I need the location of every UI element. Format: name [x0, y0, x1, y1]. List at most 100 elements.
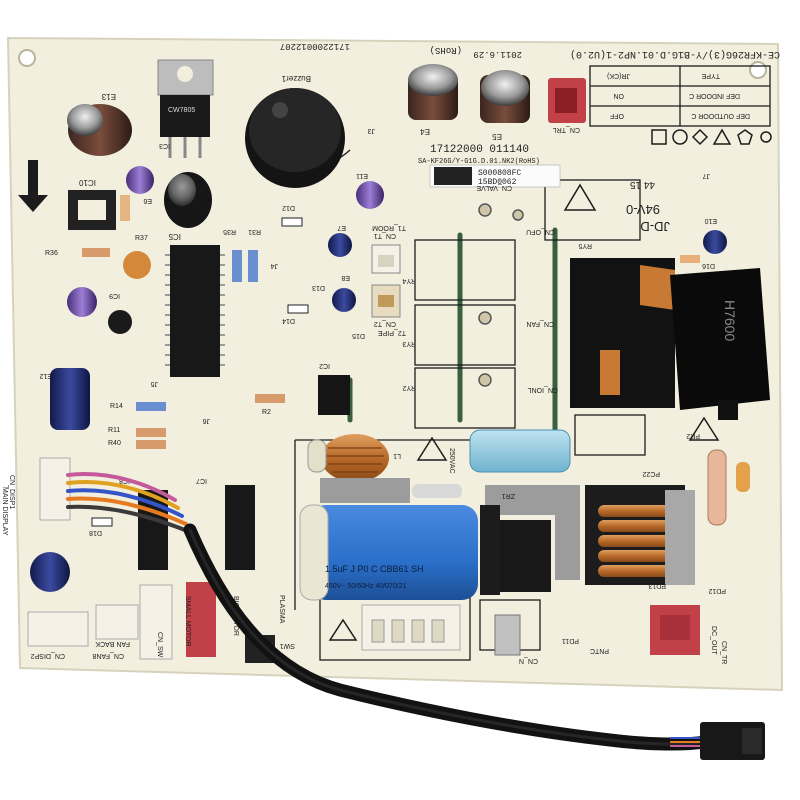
part-number-text: 17122000 011140 — [430, 144, 529, 156]
250vac-label: 250VAC — [448, 448, 455, 474]
type-table: TYPE DEF INDOOR C DEF OUTDOOR C JR(CK) O… — [607, 72, 750, 119]
cn-fan8-label: CN_FAN8 — [92, 652, 124, 659]
resistors: R36 R37 R31 R35 R14 R11 R40 R2 — [45, 195, 462, 498]
ic-ic2: IC2 — [318, 362, 350, 415]
ul-text: JD-D — [640, 219, 670, 234]
e8-label: E8 — [341, 274, 350, 281]
cn-disp2-label: CN_DISP2 — [31, 652, 65, 659]
relay-pins — [478, 203, 524, 387]
e12-label: E12 — [39, 372, 52, 379]
ic-socket-ic10: IC10 — [68, 178, 116, 230]
sticker-line-1: S000808FC — [478, 169, 521, 178]
e7-label: E7 — [337, 224, 346, 231]
d18-label: D18 — [89, 529, 102, 536]
ry3-label: RY3 — [402, 340, 416, 347]
r14-label: R14 — [110, 403, 123, 410]
ic5-label: IC5 — [168, 232, 181, 241]
ry2-label: RY2 — [402, 384, 416, 391]
plasma-label: PLASMA — [278, 595, 285, 624]
type-table-value: OFF — [610, 112, 624, 119]
capacitor-e6: E6 — [126, 166, 154, 204]
l1-label: L1 — [393, 452, 401, 459]
cap-text-1: 1.5uF J P0 C CBB61 SH — [325, 564, 424, 574]
t2-pipe-label: T2_PIPE — [378, 329, 406, 336]
connector-cn-fan8: CN_FAN8 FAN BACK — [92, 604, 139, 659]
capacitors-middle: E11 E8 E7 E10 — [328, 172, 727, 312]
r37-label: R37 — [135, 235, 148, 242]
r11-label: R11 — [108, 427, 120, 434]
pc22-label: PC22 — [642, 470, 660, 477]
type-table-cell: DEF OUTDOOR C — [691, 112, 750, 119]
connector-cn-sw: CN_SW — [139, 584, 173, 660]
ic10-label: IC10 — [79, 178, 96, 187]
pr2-label: PR2 — [686, 432, 700, 439]
connector-cn-disp1: CN_DISP1 MAIN DISPLAY — [1, 457, 71, 536]
e10-label: E10 — [704, 217, 717, 224]
capacitor-ic9-area: IC9 — [67, 287, 132, 334]
resistor-pr2: PR2 — [686, 432, 750, 526]
j4-label: J4 — [271, 262, 279, 269]
capacitor-black-large — [164, 172, 212, 228]
terminal-cn-n: CN_N — [494, 614, 538, 664]
crystal-x1 — [123, 251, 151, 279]
e11-label: E11 — [356, 172, 368, 179]
dc-out-label: DC_OUT — [710, 626, 717, 656]
r2-label: R2 — [262, 409, 271, 416]
date-text: 2011.6.29 — [473, 49, 522, 59]
variant-text: SA-KF26G/Y-G1G.D.01.NK2(RoHS) — [418, 158, 540, 166]
ry4-label: RY4 — [402, 277, 416, 284]
j6-label: J6 — [203, 417, 211, 424]
small-motor-label: SMALL MOTOR — [184, 596, 191, 647]
voltage-regulator-ic3: CW7805 IC3 — [157, 59, 214, 158]
connector-bottom-white — [361, 604, 461, 651]
capacitor-e13: E13 — [67, 92, 132, 156]
connector-cn-t1: CN_T1 T1_ROOM — [371, 224, 406, 274]
ic9-label: IC9 — [109, 292, 120, 299]
cn-sw-label: CN_SW — [156, 632, 163, 658]
capacitor-e12: E12 — [39, 368, 90, 430]
r35-label: R35 — [223, 228, 236, 235]
ic7-label: IC7 — [196, 477, 207, 484]
cn-tr-label: CN_TR — [720, 641, 727, 664]
pd13-label: PD13 — [648, 582, 666, 589]
rohs-text: (RoHS) — [430, 45, 462, 55]
cn-t2-label: CN_T2 — [374, 320, 396, 327]
cn-valve-label: CN_VALVE — [476, 184, 512, 191]
r36-label: R36 — [45, 250, 58, 257]
buzzer: Buzzer1 — [245, 74, 345, 188]
transformer-pc22: PC22 — [585, 470, 695, 585]
r31-label: R31 — [248, 228, 261, 235]
microcontroller-ic5: IC5 — [165, 232, 225, 377]
jumper-labels: J3 J4 J5 J6 J7 — [151, 127, 711, 424]
capacitor-e4: E4 — [408, 64, 458, 136]
connector-dc-out: DC_OUT CN_TR — [650, 605, 727, 664]
cable-end-connector — [700, 722, 765, 760]
cn-ionl-label: CN_IONL — [528, 386, 558, 393]
d16-label: D16 — [702, 262, 715, 269]
cn-disp1-label: CN_DISP1 — [8, 475, 15, 509]
connector-cn-disp2: CN_DISP2 — [27, 611, 89, 659]
power-relay-ry5: H7600 — [570, 258, 770, 420]
x-capacitor-blue: 250VAC — [448, 429, 571, 474]
connector-cn-t2: CN_T2 T2_PIPE — [371, 284, 406, 336]
cn-ofu-label: CN_OFU — [526, 228, 555, 235]
e5-label: E5 — [492, 132, 502, 141]
ic-ic7: IC7 — [196, 477, 255, 570]
ry5-label: RY5 — [578, 242, 592, 249]
warning-triangle-icons — [328, 183, 720, 641]
pntc-label: PNTC — [590, 647, 609, 654]
j7-label: J7 — [703, 172, 711, 179]
relay-part-text: H7600 — [722, 300, 738, 341]
ic2-label: IC2 — [319, 362, 330, 369]
sticker-line-2: 15BD0062 — [478, 178, 517, 187]
e13-label: E13 — [101, 92, 116, 101]
fuse-block: ZR1 — [480, 492, 551, 595]
qr-code — [434, 167, 472, 185]
d14-label: D14 — [282, 317, 295, 324]
grey-blocks — [320, 478, 580, 580]
pd12-label: PD12 — [708, 587, 726, 594]
cn-trl-label: CN_TRL — [553, 126, 580, 133]
connector-cn-trl: CN_TRL — [548, 78, 586, 133]
type-table-value: JR(CK) — [607, 72, 630, 79]
ic3-part-text: CW7805 — [168, 107, 195, 114]
